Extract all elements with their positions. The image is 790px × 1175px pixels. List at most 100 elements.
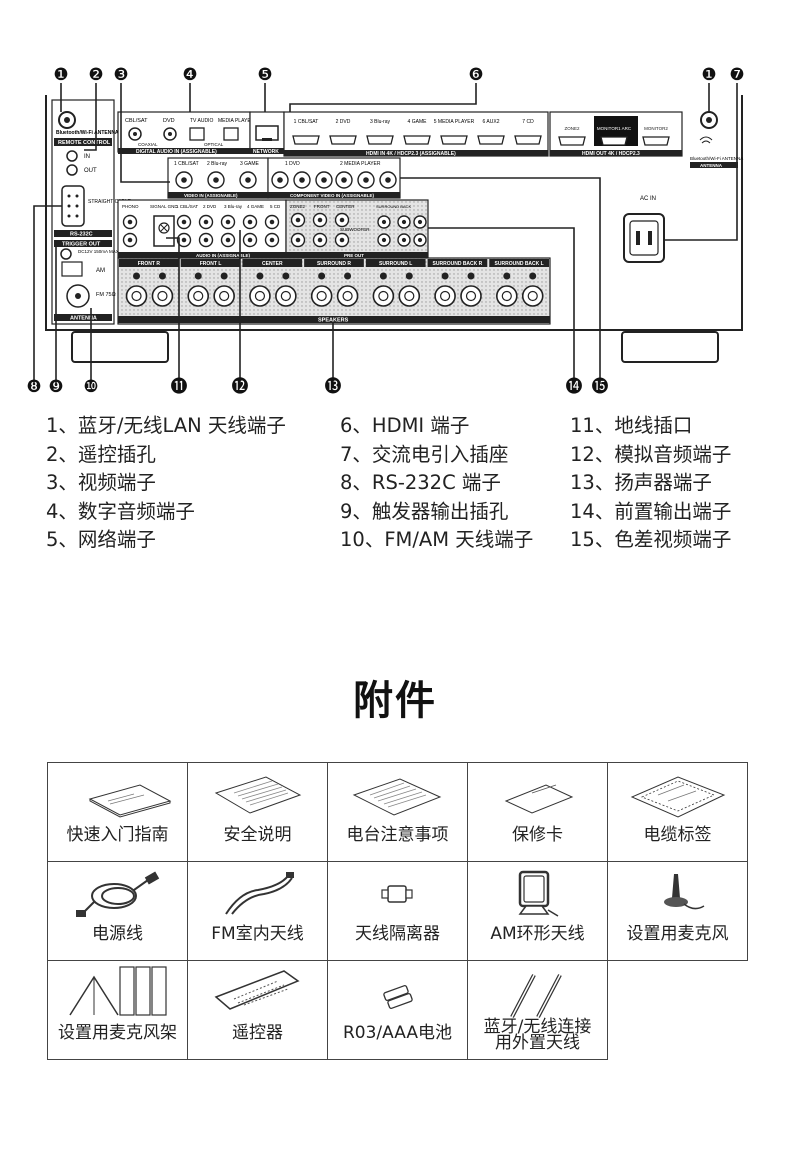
legend-item: 10、FM/AM 天线端子 <box>340 528 534 552</box>
accessory-label: 电台注意事项 <box>346 825 449 845</box>
dc12v-label: DC12V 150mA MAX. <box>78 249 120 254</box>
leaflet-icon <box>352 778 442 816</box>
accessory-label: 设置用麦克风架 <box>58 1023 177 1043</box>
legend-column-3: 11、地线插口 12、模拟音频端子 13、扬声器端子 14、前置输出端子 15、… <box>570 412 731 555</box>
speaker-section-label: FRONT R <box>138 261 161 267</box>
speaker-section-header <box>427 259 488 267</box>
microphone-icon <box>664 874 705 910</box>
lan-port <box>255 125 279 141</box>
component-in-block <box>267 157 401 199</box>
accessory-label: AM环形天线 <box>490 924 585 944</box>
speaker-section-label: SURROUND R <box>317 261 351 267</box>
trigger-jack <box>60 248 72 260</box>
remote-in-jack <box>66 150 78 162</box>
speaker-section-label: SURROUND BACK L <box>495 261 544 267</box>
legend-item: 1、蓝牙/无线LAN 天线端子 <box>46 414 286 437</box>
callout-13: ⓭ <box>325 377 342 396</box>
video-in-label: VIDEO IN (ASSIGNABLE) <box>184 193 238 198</box>
hdmi-in-block <box>283 111 549 157</box>
battery-icon <box>383 985 413 1009</box>
accessory-cell: AM环形天线 <box>467 861 608 961</box>
digital-input-media-player: MEDIA PLAYER <box>218 118 255 124</box>
speakers-block <box>117 257 551 325</box>
bt-wifi-label-left: Bluetooth/Wi-Fi ANTENNA <box>56 130 119 136</box>
legend-item: 13、扬声器端子 <box>570 471 712 495</box>
legend-item: 12、模拟音频端子 <box>570 442 732 466</box>
hdmi-output-label: MONITOR2 <box>644 126 668 131</box>
speaker-section-header <box>180 259 241 267</box>
callout-5: ❺ <box>257 65 272 84</box>
mic-stand-icon <box>69 966 167 1016</box>
empty-cell <box>607 960 748 1060</box>
hdmi-input-label: 7 CD <box>522 119 534 125</box>
digital-input-cbl-sat: CBL/SAT <box>125 118 148 124</box>
accessory-cell: 电缆标签 <box>607 762 748 862</box>
legend-item: 5、网络端子 <box>46 528 156 552</box>
accessories-table: 快速入门指南 安全说明 电台注意事项 保修卡 <box>47 762 748 1060</box>
hdmi-port <box>329 135 357 145</box>
speaker-section-header <box>304 259 364 267</box>
accessory-label: 蓝牙/无线连接 <box>483 1017 592 1037</box>
accessory-label: 设置用麦克风 <box>626 924 729 944</box>
accessory-cell: 遥控器 <box>187 960 328 1060</box>
straight-cable-label: STRAIGHT CABLE <box>88 199 132 205</box>
hdmi-out-label: HDMI OUT 4K / HDCP2.3 <box>582 151 640 157</box>
video-input-2: 2 Blu-ray <box>207 161 228 167</box>
speaker-section-label: CENTER <box>262 261 283 267</box>
remote-in-label: IN <box>84 154 90 160</box>
network-label: NETWORK <box>253 149 279 155</box>
label-sheet-icon <box>630 776 726 818</box>
legend-item: 8、RS-232C 端子 <box>340 471 501 495</box>
audio-in-label: AUDIO IN (ASSIGNABLE) <box>196 253 251 258</box>
hdmi-input-label: 3 Blu-ray <box>370 119 391 125</box>
accessories-title: 附件 <box>353 678 437 724</box>
legend-item: 7、交流电引入插座 <box>340 442 509 466</box>
callout-11: ⓫ <box>171 377 188 396</box>
legend-column-1: 1、蓝牙/无线LAN 天线端子 2、遥控插孔 3、视频端子 4、数字音频端子 5… <box>46 412 286 555</box>
legend-item: 2、遥控插孔 <box>46 442 156 466</box>
pre-out-block <box>285 199 429 259</box>
hdmi-port <box>514 135 542 145</box>
loop-antenna-icon <box>518 870 559 917</box>
hdmi-port <box>366 135 394 145</box>
hdmi-input-label: 5 MEDIA PLAYER <box>434 119 475 125</box>
callout-1: ❶ <box>53 65 68 84</box>
pre-out-label: PRE OUT <box>344 253 364 258</box>
remote-icon <box>214 970 300 1010</box>
speaker-section-label: FRONT L <box>200 261 222 267</box>
remote-out-jack <box>66 164 78 176</box>
video-input-1: 1 CBL/SAT <box>174 161 199 167</box>
video-input-3: 3 GAME <box>240 161 260 167</box>
antenna-label-right: ANTENNA <box>700 163 723 168</box>
accessory-cell: FM室内天线 <box>187 861 328 961</box>
callout-2: ❷ <box>88 65 103 84</box>
coaxial-label: COAXIAL <box>138 142 158 147</box>
left-foot <box>71 331 169 363</box>
legend-item: 11、地线插口 <box>570 414 693 437</box>
rear-panel-diagram: Bluetooth/Wi-Fi ANTENNA REMOTE CONTROL I… <box>26 65 744 396</box>
hdmi-output-label: ZONE2 <box>564 126 580 131</box>
remote-control-label: REMOTE CONTROL <box>58 140 111 146</box>
legend-item: 9、触发器输出插孔 <box>340 499 509 523</box>
hdmi-port <box>477 135 505 145</box>
speaker-section-header <box>489 259 549 267</box>
hdmi-input-label: 6 AUX2 <box>483 119 500 125</box>
phono-label: PHONO <box>122 204 139 209</box>
pre-out-center-label: CENTER <box>336 204 355 209</box>
antenna-label: ANTENNA <box>70 316 97 322</box>
accessory-label: 保修卡 <box>512 825 563 845</box>
trigger-out-label: TRIGGER OUT <box>62 242 101 248</box>
callout-4: ❹ <box>182 65 197 84</box>
subwoofer-label: SUBWOOFER <box>340 227 370 232</box>
chassis-outline <box>45 95 743 331</box>
pre-out-zone2-label: ZONE2 <box>290 204 306 209</box>
am-label: AM <box>96 268 105 274</box>
callout-14: ⓮ <box>566 377 583 396</box>
accessory-cell: 快速入门指南 <box>47 762 188 862</box>
audio-input-5: 5 CD <box>270 204 281 209</box>
accessory-label-line2: 用外置天线 <box>495 1033 580 1053</box>
legend-item: 14、前置输出端子 <box>570 499 732 523</box>
bt-wifi-label-right: Bluetooth/Wi-Fi ANTENNA <box>690 156 743 161</box>
accessory-cell: 安全说明 <box>187 762 328 862</box>
fm-label: FM 75Ω <box>96 292 116 298</box>
